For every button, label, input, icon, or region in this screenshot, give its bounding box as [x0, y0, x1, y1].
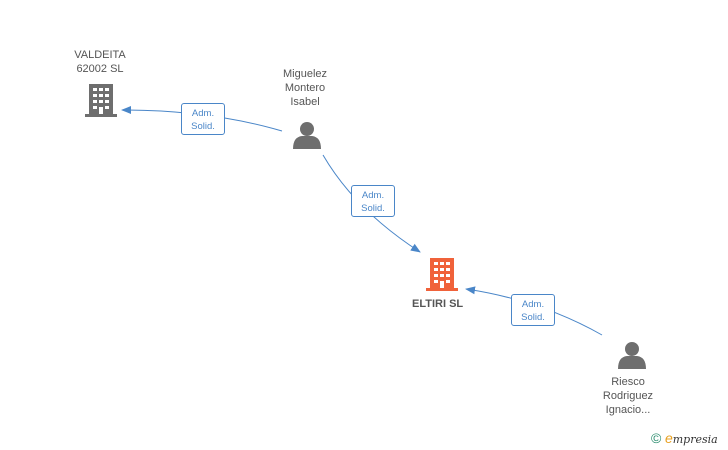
- empresia-watermark: © empresia: [651, 430, 718, 446]
- edge-label-line: Solid.: [521, 312, 545, 323]
- label-line: Miguelez: [282, 68, 328, 80]
- edge-label-line: Adm.: [191, 108, 215, 119]
- person-label-miguelez[interactable]: Miguelez Montero Isabel: [265, 67, 345, 109]
- label-line: Ignacio...: [605, 404, 651, 416]
- label-line: VALDEITA: [74, 49, 126, 61]
- label-line: 62002 SL: [76, 63, 124, 75]
- company-label-valdeita[interactable]: VALDEITA 62002 SL: [60, 48, 140, 76]
- building-icon[interactable]: [85, 84, 117, 117]
- edge-label-line: Adm.: [361, 190, 385, 201]
- label-line: Riesco: [611, 376, 645, 388]
- label-line: Isabel: [290, 96, 320, 108]
- person-icon[interactable]: [293, 122, 321, 149]
- edge-label-line: Adm.: [521, 299, 545, 310]
- edge-label-box: Adm. Solid.: [181, 103, 225, 135]
- brand-initial: e: [664, 430, 673, 446]
- label-line: Montero: [284, 82, 326, 94]
- copyright-symbol: ©: [651, 430, 662, 446]
- company-label-eltiri[interactable]: ELTIRI SL: [412, 298, 464, 310]
- edge-label-box: Adm. Solid.: [511, 294, 555, 326]
- main-building-icon[interactable]: [426, 258, 458, 291]
- brand-name: mpresia: [672, 433, 718, 446]
- person-icon[interactable]: [618, 342, 646, 369]
- label-line: Rodriguez: [602, 390, 654, 402]
- edge-label-line: Solid.: [361, 203, 385, 214]
- edge-label-line: Solid.: [191, 121, 215, 132]
- edge-label-box: Adm. Solid.: [351, 185, 395, 217]
- person-label-riesco[interactable]: Riesco Rodriguez Ignacio...: [588, 375, 668, 417]
